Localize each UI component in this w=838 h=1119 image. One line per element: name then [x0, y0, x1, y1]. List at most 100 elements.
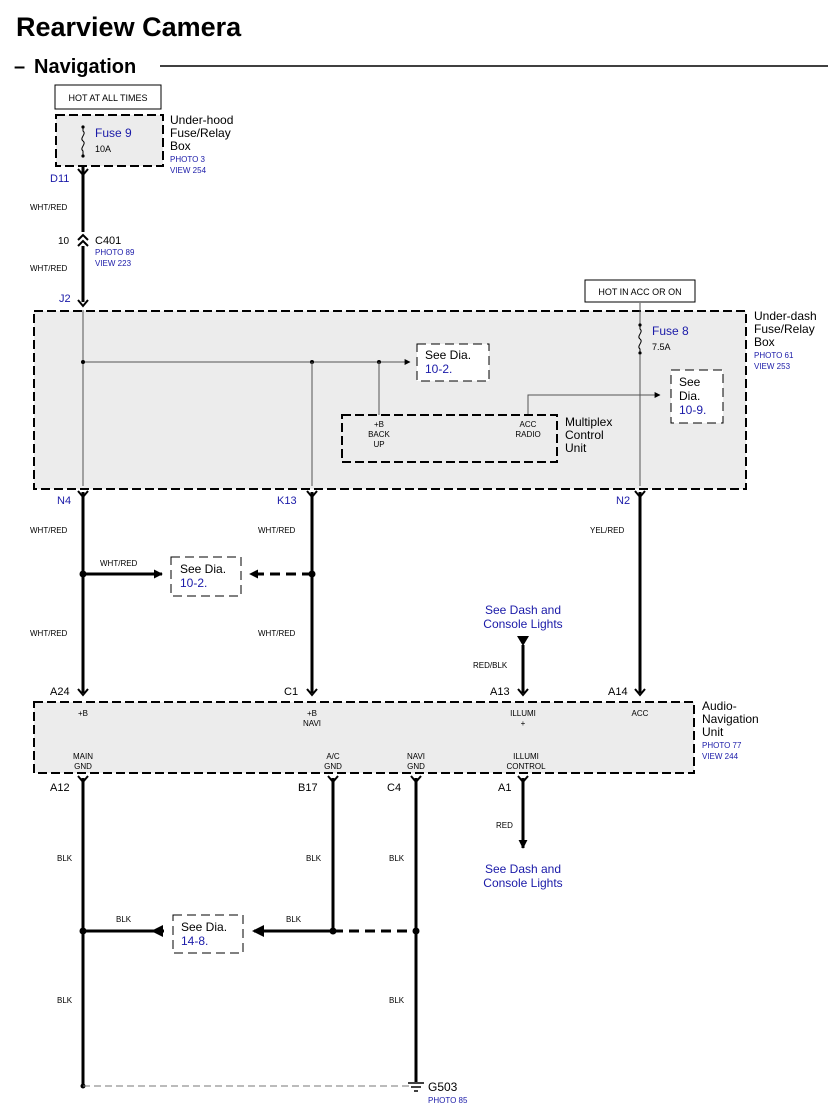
anu-label-2: Navigation: [702, 712, 759, 726]
anu-pin-label: A/C: [326, 752, 340, 761]
under-dash-photo: PHOTO 61: [754, 351, 794, 360]
mcu-pin-label: BACK: [368, 430, 390, 439]
terminal-n4: N4: [57, 495, 71, 507]
mcu-label-1: Multiplex: [565, 415, 612, 429]
wire-label: BLK: [57, 854, 73, 863]
fuse-8-icon: [638, 326, 642, 352]
hot-at-all-times-box: [54, 84, 162, 110]
wire-label: WHT/RED: [30, 526, 68, 535]
under-hood-label-1: Under-hood: [170, 113, 233, 127]
see-dia-10-9-link[interactable]: 10-9.: [679, 403, 706, 417]
wire-label: BLK: [389, 854, 405, 863]
under-hood-label-2: Fuse/Relay: [170, 126, 231, 140]
anu-pin-label: ILLUMI: [510, 709, 536, 718]
see-dia-text: See Dia.: [181, 920, 227, 934]
anu-pin-label: ACC: [632, 709, 649, 718]
under-hood-label-3: Box: [170, 139, 191, 153]
under-hood-view: VIEW 254: [170, 166, 207, 175]
anu-pin-label: ILLUMI: [513, 752, 539, 761]
under-hood-photo: PHOTO 3: [170, 155, 206, 164]
terminal-j2: J2: [59, 293, 71, 305]
internal-wire: [527, 392, 661, 415]
terminal-a14: A14: [608, 686, 628, 698]
see-dia-10-2-box: [416, 343, 490, 382]
wire-label: WHT/RED: [258, 629, 296, 638]
mcu-pin-label: +B: [374, 420, 384, 429]
fuse-8-node: [638, 351, 642, 355]
fuse-9-icon: [81, 128, 85, 155]
anu-label-3: Unit: [702, 725, 724, 739]
c401-view: VIEW 223: [95, 259, 132, 268]
wire-label: YEL/RED: [590, 526, 624, 535]
terminal-a14-icon: [634, 688, 646, 697]
fuse-9-rating: 10A: [95, 144, 111, 154]
fuse-8-rating: 7.5A: [652, 342, 671, 352]
terminal-j2-icon: [77, 299, 89, 308]
c401-name: C401: [95, 235, 121, 247]
terminal-b17: B17: [298, 782, 318, 794]
terminal-a13-icon: [517, 688, 529, 697]
terminal-a13: A13: [490, 686, 510, 698]
wire-label: WHT/RED: [30, 203, 68, 212]
mcu-pin-label: ACC: [520, 420, 537, 429]
dia-text: Dia.: [679, 389, 700, 403]
c401-photo: PHOTO 89: [95, 248, 135, 257]
arrow-left-icon: [252, 925, 264, 937]
under-hood-fuse-box: [55, 114, 164, 167]
wire-label: BLK: [389, 996, 405, 1005]
fuse-9-node: [81, 125, 85, 129]
hot-at-all-times-label: HOT AT ALL TIMES: [68, 93, 147, 103]
wire-label: WHT/RED: [30, 629, 68, 638]
see-dia-text: See Dia.: [180, 562, 226, 576]
ground-g503-photo: PHOTO 85: [428, 1096, 468, 1105]
wire-label: RED/BLK: [473, 661, 508, 670]
section-title: Navigation: [34, 56, 136, 78]
terminal-a1: A1: [498, 782, 511, 794]
arrow-left-icon: [151, 925, 163, 937]
anu-pin-label: +B: [307, 709, 317, 718]
see-text: See: [679, 375, 701, 389]
anu-photo: PHOTO 77: [702, 741, 742, 750]
fuse-9-node: [81, 154, 85, 158]
anu-pin-label: +: [521, 719, 526, 728]
anu-pin-label: +B: [78, 709, 88, 718]
multiplex-control-unit-box: [341, 414, 558, 463]
anu-pin-label: NAVI: [407, 752, 425, 761]
see-dia-10-2-link[interactable]: 10-2.: [180, 576, 207, 590]
dash-lights-ref-2[interactable]: Console Lights: [483, 876, 562, 890]
anu-pin-label: NAVI: [303, 719, 321, 728]
terminal-c1: C1: [284, 686, 298, 698]
terminal-a12: A12: [50, 782, 70, 794]
wire-label: WHT/RED: [100, 559, 138, 568]
under-dash-label-3: Box: [754, 335, 775, 349]
fuse-8-node: [638, 323, 642, 327]
splice-node: [81, 360, 85, 364]
anu-view: VIEW 244: [702, 752, 739, 761]
c401-pin: 10: [58, 236, 70, 247]
mcu-pin-label: UP: [373, 440, 384, 449]
see-dia-14-8-link[interactable]: 14-8.: [181, 934, 208, 948]
anu-pin-label: MAIN: [73, 752, 93, 761]
wire-label: BLK: [57, 996, 73, 1005]
hot-in-acc-label: HOT IN ACC OR ON: [598, 287, 681, 297]
dash-lights-ref-1[interactable]: See Dash and: [485, 862, 561, 876]
see-dia-text: See Dia.: [425, 348, 471, 362]
wire-label: BLK: [116, 915, 132, 924]
under-dash-label-1: Under-dash: [754, 309, 817, 323]
arrow-down-icon: [517, 636, 529, 646]
terminal-n2: N2: [616, 495, 630, 507]
dash-lights-ref-2[interactable]: Console Lights: [483, 617, 562, 631]
wire-label: BLK: [286, 915, 302, 924]
anu-pin-label: GND: [407, 762, 425, 771]
section-dash: –: [14, 56, 25, 78]
under-dash-label-2: Fuse/Relay: [754, 322, 815, 336]
see-dia-10-2-box: [170, 556, 242, 597]
wire-label: BLK: [306, 854, 322, 863]
terminal-d11: D11: [50, 173, 69, 185]
wire-label: WHT/RED: [30, 264, 68, 273]
dash-lights-ref-1[interactable]: See Dash and: [485, 603, 561, 617]
fuse-8-name: Fuse 8: [652, 324, 689, 338]
audio-navigation-unit-box: [33, 701, 695, 774]
anu-pin-label: GND: [324, 762, 342, 771]
see-dia-10-2-link[interactable]: 10-2.: [425, 362, 452, 376]
